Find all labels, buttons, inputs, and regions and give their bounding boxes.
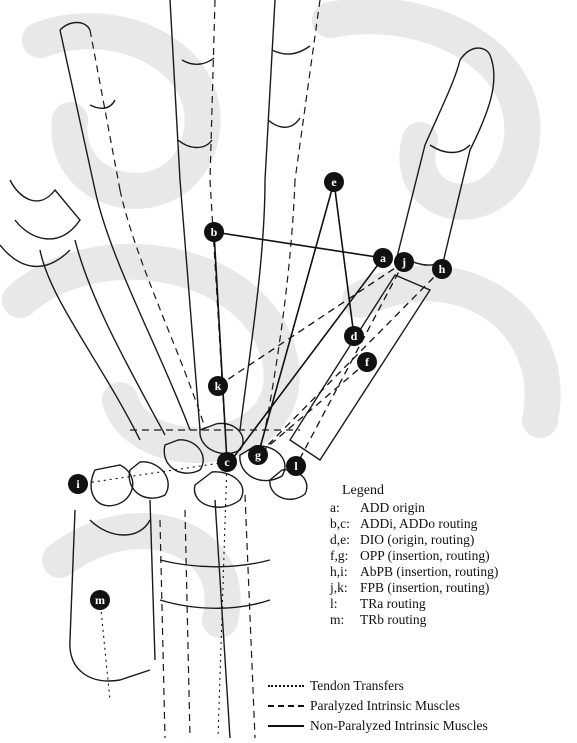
marker-b: b — [204, 222, 224, 242]
legend-description: TRb routing — [360, 612, 426, 628]
legend-description: FPB (insertion, routing) — [360, 580, 489, 596]
marker-g: g — [248, 445, 268, 465]
legend-row: b,c:ADDi, ADDo routing — [330, 516, 575, 532]
svg-text:j: j — [401, 255, 406, 269]
svg-text:a: a — [380, 251, 386, 265]
line-key-label: Tendon Transfers — [310, 676, 404, 696]
svg-text:g: g — [255, 448, 261, 462]
line-key-row-non-paralyzed: Non-Paralyzed Intrinsic Muscles — [268, 716, 573, 736]
legend-key: a: — [330, 500, 360, 516]
legend-description: ADDi, ADDo routing — [360, 516, 477, 532]
marker-k: k — [208, 376, 228, 396]
svg-text:c: c — [224, 455, 230, 469]
legend-key: d,e: — [330, 532, 360, 548]
legend-row: l:TRa routing — [330, 596, 575, 612]
line-key-label: Paralyzed Intrinsic Muscles — [310, 696, 460, 716]
marker-h: h — [432, 259, 452, 279]
legend-key: h,i: — [330, 564, 360, 580]
metacarpal-bones — [40, 180, 430, 460]
legend-description: OPP (insertion, routing) — [360, 548, 490, 564]
legend-description: TRa routing — [360, 596, 426, 612]
legend-row: m:TRb routing — [330, 612, 575, 628]
svg-text:d: d — [351, 329, 358, 343]
marker-i: i — [68, 474, 88, 494]
legend-title: Legend — [342, 483, 575, 499]
legend-row: j,k:FPB (insertion, routing) — [330, 580, 575, 596]
line-key-row-tendon-transfers: Tendon Transfers — [268, 676, 573, 696]
line-key-label: Non-Paralyzed Intrinsic Muscles — [310, 716, 488, 736]
svg-text:k: k — [215, 379, 222, 393]
marker-f: f — [357, 352, 377, 372]
legend-box: Legend a:ADD origin b,c:ADDi, ADDo routi… — [330, 483, 575, 628]
legend-key: j,k: — [330, 580, 360, 596]
legend-key: f,g: — [330, 548, 360, 564]
legend-row: d,e:DIO (origin, routing) — [330, 532, 575, 548]
legend-key: b,c: — [330, 516, 360, 532]
marker-e: e — [324, 172, 344, 192]
marker-a: a — [373, 248, 393, 268]
marker-j: j — [394, 252, 414, 272]
svg-text:h: h — [439, 262, 446, 276]
legend-description: AbPB (insertion, routing) — [360, 564, 498, 580]
dotted-line-sample — [268, 685, 304, 687]
legend-description: DIO (origin, routing) — [360, 532, 474, 548]
marker-c: c — [217, 452, 237, 472]
svg-text:b: b — [211, 225, 218, 239]
line-style-key: Tendon Transfers Paralyzed Intrinsic Mus… — [268, 676, 573, 736]
legend-key: l: — [330, 596, 360, 612]
legend-row: f,g:OPP (insertion, routing) — [330, 548, 575, 564]
legend-row: a:ADD origin — [330, 500, 575, 516]
marker-m: m — [90, 590, 110, 610]
dashed-line-sample — [268, 705, 304, 707]
svg-text:m: m — [95, 593, 105, 607]
solid-line-sample — [268, 725, 304, 727]
marker-l: l — [286, 456, 306, 476]
svg-text:e: e — [331, 175, 337, 189]
legend-description: ADD origin — [360, 500, 425, 516]
legend-key: m: — [330, 612, 360, 628]
marker-d: d — [344, 326, 364, 346]
legend-row: h,i:AbPB (insertion, routing) — [330, 564, 575, 580]
line-key-row-paralyzed: Paralyzed Intrinsic Muscles — [268, 696, 573, 716]
